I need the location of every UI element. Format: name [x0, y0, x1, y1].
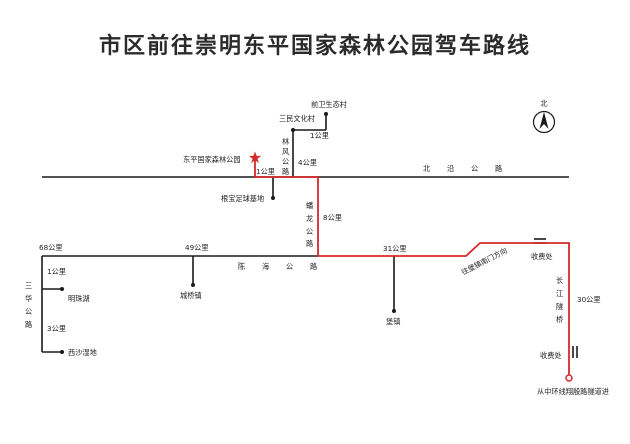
dist-panlong: 8公里: [323, 213, 342, 222]
label-origin: 从中环线翔殷路隧道进: [537, 387, 609, 396]
road-linfeng-1: 林: [282, 137, 289, 146]
driving-route: [254, 160, 570, 376]
road-panlong-1: 蟠: [306, 201, 313, 210]
road-panlong-3: 公: [306, 227, 313, 236]
genbao-dot: [271, 196, 275, 200]
road-panlong-2: 龙: [306, 214, 313, 223]
xisha-dot: [60, 350, 64, 354]
dist-xisha: 3公里: [47, 324, 66, 333]
dist-village: 1公里: [310, 131, 329, 140]
road-chenhai-3: 公: [286, 262, 293, 271]
road-sanhua-2: 华: [25, 294, 32, 303]
qianwei-dot: [324, 112, 328, 116]
origin-marker: [565, 374, 573, 382]
map-title: 市区前往崇明东平国家森林公园驾车路线: [98, 34, 531, 59]
baozhen-dot: [392, 309, 396, 313]
label-qianwei: 前卫生态村: [311, 100, 347, 109]
dist-chengqiao: 49公里: [185, 243, 209, 252]
road-north-2: 沿: [447, 164, 454, 173]
label-toll-lower: 收费处: [540, 351, 562, 360]
road-linfeng-2: 风: [282, 147, 289, 156]
road-chenhai-4: 路: [310, 262, 317, 271]
label-toward-south-gate: 往堡镇南门方向: [460, 246, 509, 277]
road-chenhai-2: 海: [262, 262, 269, 271]
label-toll-upper: 收费处: [531, 252, 553, 261]
road-north-4: 路: [495, 164, 502, 173]
label-baozhen: 堡镇: [386, 317, 400, 326]
road-sanhua-1: 三: [25, 281, 32, 290]
road-changjiang-4: 桥: [556, 315, 563, 324]
road-changjiang-3: 隧: [556, 302, 563, 311]
road-linfeng-4: 路: [282, 167, 289, 176]
compass-label: 北: [540, 99, 547, 108]
place-dots: [60, 112, 396, 354]
mingzhu-dot: [60, 287, 64, 291]
dist-park: 1公里: [256, 167, 275, 176]
road-north-1: 北: [423, 164, 430, 173]
label-sanmin: 三民文化村: [279, 114, 315, 123]
destination-star-icon: [248, 151, 262, 163]
road-changjiang-1: 长: [556, 276, 563, 285]
road-changjiang-2: 江: [556, 289, 563, 298]
dist-linfeng: 4公里: [298, 158, 317, 167]
north-compass-icon: [532, 110, 556, 134]
road-panlong-4: 路: [306, 239, 313, 248]
label-gengbao: 根宝足球基地: [221, 194, 264, 203]
road-chenhai-1: 陈: [238, 262, 245, 271]
road-linfeng-3: 公: [282, 157, 289, 166]
label-mingzhu: 明珠湖: [68, 294, 90, 303]
road-north-3: 公: [471, 164, 478, 173]
red-route-line: [254, 160, 570, 376]
dist-tunnel-bridge: 30公里: [577, 295, 601, 304]
dist-baozhen: 31公里: [383, 244, 407, 253]
label-dongping: 东平国家森林公园: [183, 155, 241, 164]
road-sanhua-3: 公: [25, 307, 32, 316]
chengqiao-dot: [191, 283, 195, 287]
road-network: [41, 114, 578, 358]
dist-mingzhu: 1公里: [47, 267, 66, 276]
label-chengqiao: 城桥镇: [180, 291, 202, 300]
road-sanhua-4: 路: [25, 320, 32, 329]
label-xisha: 西沙湿地: [68, 348, 97, 357]
sanmin-dot: [291, 128, 295, 132]
dist-sanhua: 68公里: [39, 243, 63, 252]
